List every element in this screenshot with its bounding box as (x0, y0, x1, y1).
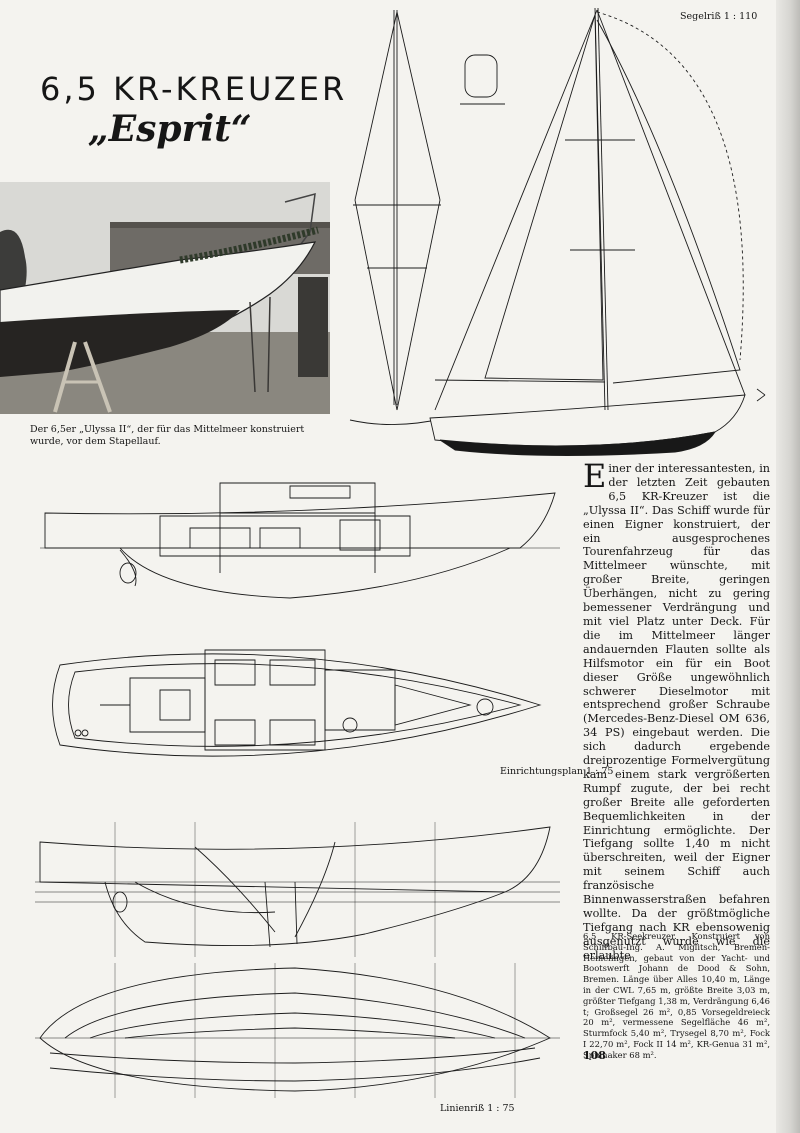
article-dropcap: E (583, 457, 607, 495)
sail-plan-label: Segelriß 1 : 110 (680, 11, 758, 22)
article-text: iner der interessantesten, in der letzte… (583, 462, 770, 962)
photo-caption: Der 6,5er „Ulyssa II“, der für das Mitte… (30, 424, 305, 447)
adjacent-page-edge (776, 0, 800, 1133)
boat-name-subtitle: „Esprit“ (88, 108, 252, 150)
sail-plan-drawing (345, 0, 765, 460)
lines-profile-drawing (35, 822, 560, 957)
page-number: 108 (583, 1049, 606, 1062)
layout-plan-label: Einrichtungsplan 1 : 75 (500, 766, 614, 777)
interior-profile-drawing (40, 478, 560, 618)
boat-photo-illustration (0, 182, 330, 414)
lines-plan-label: Linienriß 1 : 75 (440, 1103, 515, 1114)
layout-plan-drawing (40, 640, 560, 760)
lines-halfbreadth-drawing (35, 963, 560, 1098)
page-title: 6,5 KR-KREUZER (40, 70, 348, 108)
boat-photo (0, 182, 330, 414)
specifications-caption: 6,5 KR-Seekreuzer. Konstruiert von Schif… (583, 931, 770, 1060)
